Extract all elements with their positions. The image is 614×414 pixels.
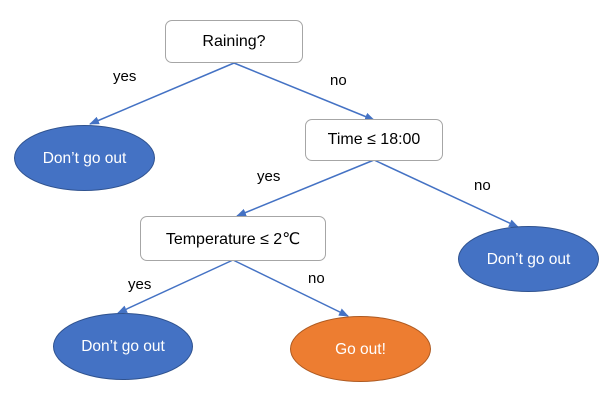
leaf-node-raining-yes: Don’t go out bbox=[14, 125, 155, 191]
leaf-node-temperature-no: Go out! bbox=[290, 316, 431, 382]
edge-temp-no bbox=[232, 259, 349, 317]
edge-raining-yes bbox=[89, 62, 235, 125]
edge-temp-yes bbox=[117, 259, 234, 314]
leaf-node-temperature-yes: Don’t go out bbox=[53, 313, 193, 380]
leaf-label-temperature-yes: Don’t go out bbox=[81, 338, 165, 355]
edge-label-time-no: no bbox=[474, 177, 491, 194]
leaf-label-time-no: Don’t go out bbox=[486, 250, 571, 268]
leaf-label-temperature-no: Go out! bbox=[335, 340, 386, 358]
decision-node-time: Time ≤ 18:00 bbox=[305, 119, 443, 161]
edge-time-no bbox=[373, 159, 519, 228]
edge-label-temperature-yes: yes bbox=[128, 276, 152, 293]
decision-label-time: Time ≤ 18:00 bbox=[327, 131, 421, 148]
decision-label-raining: Raining? bbox=[202, 32, 266, 50]
leaf-node-time-no: Don’t go out bbox=[458, 226, 599, 292]
edge-time-yes bbox=[236, 159, 375, 217]
edge-raining-no bbox=[233, 62, 375, 121]
edge-label-raining-yes: yes bbox=[113, 68, 137, 85]
edge-label-raining-no: no bbox=[330, 72, 347, 89]
edge-label-temperature-no: no bbox=[308, 270, 325, 287]
decision-node-raining: Raining? bbox=[165, 20, 303, 63]
edge-label-time-yes: yes bbox=[257, 168, 281, 185]
leaf-label-raining-yes: Don’t go out bbox=[42, 149, 127, 167]
decision-label-temperature: Temperature ≤ 2℃ bbox=[165, 230, 301, 248]
decision-node-temperature: Temperature ≤ 2℃ bbox=[140, 216, 326, 261]
